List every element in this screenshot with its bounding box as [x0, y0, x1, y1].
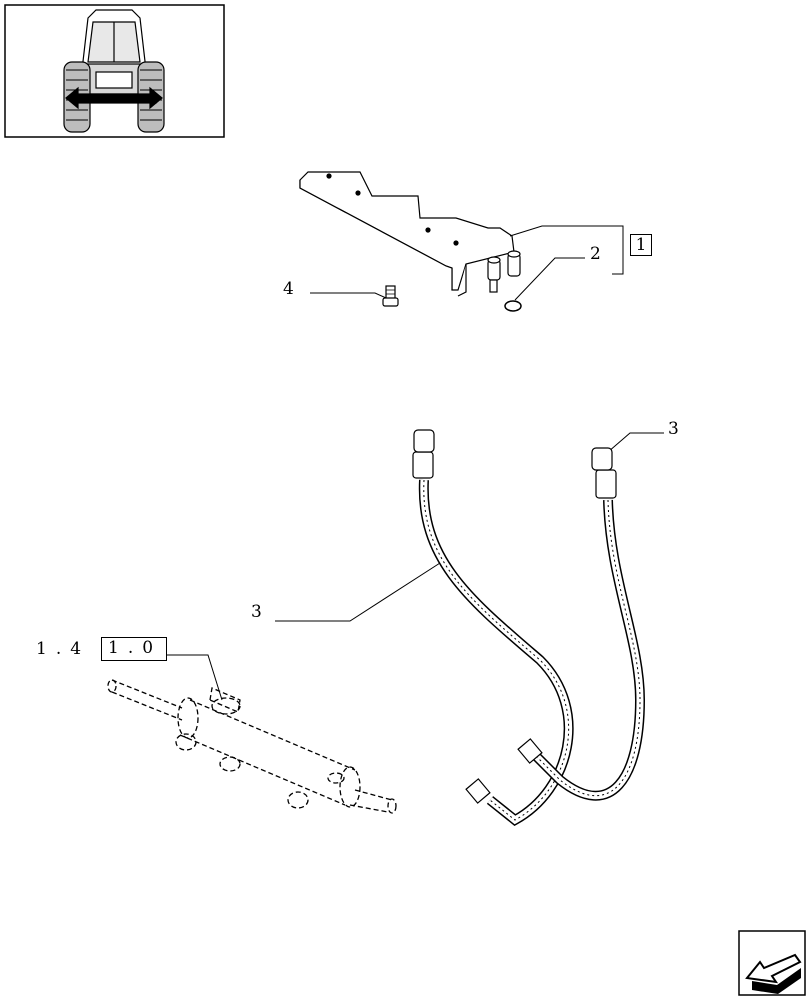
callout-part-3-upper: 3: [668, 419, 679, 439]
reference-link-box[interactable]: 1.0: [101, 637, 167, 661]
reference-prefix: 1.4: [36, 639, 91, 659]
leader-lines: [167, 225, 664, 701]
steering-cylinder-reference: [107, 679, 397, 814]
hydraulic-hose-short: [517, 447, 646, 801]
bolt: [382, 285, 399, 307]
callout-part-4: 4: [283, 279, 294, 299]
kit-number-box[interactable]: 1: [630, 234, 652, 256]
tractor-thumbnail[interactable]: [4, 4, 225, 138]
hydraulic-hose-long: [412, 429, 574, 826]
callout-part-2: 2: [590, 244, 601, 264]
previous-page-arrow-icon[interactable]: [738, 930, 806, 996]
callout-part-3-left: 3: [251, 602, 262, 622]
tractor-rear-view-icon: [63, 9, 165, 133]
o-ring: [504, 300, 522, 312]
support-bracket: [299, 171, 521, 297]
